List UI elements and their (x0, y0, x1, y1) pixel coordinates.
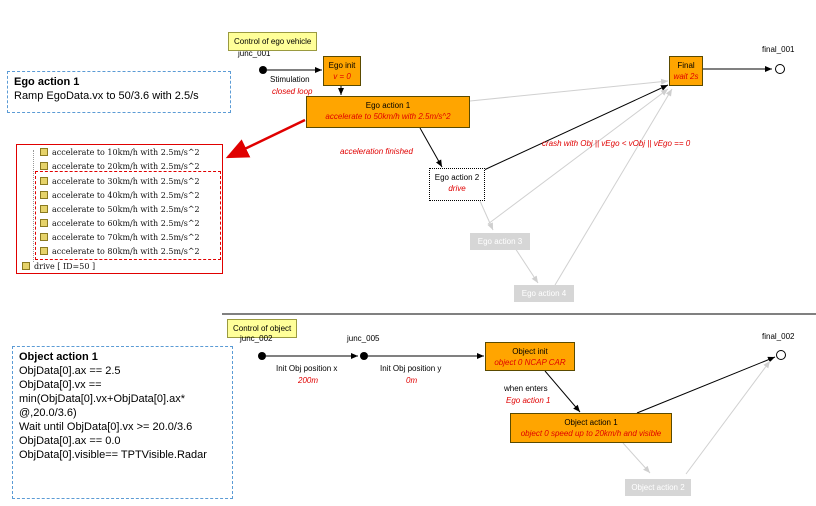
code-line: accelerate to 10km/h with 2.5m/s^2 (40, 146, 200, 159)
ego-edges (259, 64, 785, 286)
ego-init-title: Ego init (328, 61, 356, 70)
object-action-1-title: Object action 1 (564, 418, 618, 427)
block-icon (40, 162, 48, 170)
pointer-arrow (225, 118, 306, 159)
block-icon (22, 262, 30, 270)
code-line: accelerate to 80km/h with 2.5m/s^2 (40, 245, 200, 258)
object-init-title: Object init (512, 347, 548, 356)
tree-guide-line (33, 150, 35, 262)
edge-object-action-1-to-action-2 (622, 442, 651, 474)
start-node (259, 66, 267, 74)
ego-action-2-node[interactable]: Ego action 2 drive (429, 168, 485, 201)
block-icon (40, 191, 48, 199)
edge-object-action-1-to-final (636, 356, 776, 414)
junc-005-label: junc_005 (347, 334, 380, 343)
ego-action-2-title: Ego action 2 (434, 173, 480, 182)
object-action-1-node[interactable]: Object action 1 object 0 speed up to 20k… (510, 413, 672, 443)
final-001-node (775, 64, 785, 74)
init-x-value: 200m (298, 376, 319, 385)
edge-action-2-to-final (457, 84, 669, 183)
ego-action-2-sub: drive (448, 184, 466, 193)
ego-action-note: Ego action 1 Ramp EgoData.vx to 50/3.6 w… (7, 71, 231, 113)
object-note-line: Wait until ObjData[0].vx >= 20.0/3.6 (19, 421, 193, 433)
ego-init-node[interactable]: Ego init v = 0 (323, 56, 361, 86)
junc-002-label: junc_002 (240, 334, 273, 343)
final-sub: wait 2s (673, 72, 699, 81)
block-icon (40, 177, 48, 185)
final-002-label: final_002 (762, 332, 795, 341)
object-edges (258, 350, 786, 475)
object-action-note: Object action 1 ObjData[0].ax == 2.5 Obj… (12, 346, 233, 499)
ego-note-text: Ramp EgoData.vx to 50/3.6 with 2.5/s (14, 90, 199, 102)
ego-action-1-node[interactable]: Ego action 1 accelerate to 50km/h with 2… (306, 96, 470, 128)
init-y-value: 0m (406, 376, 418, 385)
when-enters-target: Ego action 1 (506, 396, 551, 405)
object-note-line: ObjData[0].visible== TPTVisible.Radar (19, 449, 207, 461)
edge-object-init-to-action-1 (544, 370, 581, 413)
object-note-line: min(ObjData[0].vx+ObjData[0].ax* (19, 393, 185, 405)
ego-action-4-node[interactable]: Ego action 4 (514, 285, 574, 302)
object-action-2-node[interactable]: Object action 2 (625, 479, 691, 496)
final-node[interactable]: Final wait 2s (669, 56, 703, 86)
code-line: accelerate to 60km/h with 2.5m/s^2 (40, 217, 200, 230)
edge-action-3-to-action-4 (514, 247, 539, 284)
object-note-line: ObjData[0].ax == 0.0 (19, 435, 121, 447)
junc-002-node (258, 352, 266, 360)
object-section-label: Control of object (227, 319, 298, 338)
object-note-line: ObjData[0].ax == 2.5 (19, 365, 121, 377)
code-line-drive: drive [ ID=50 ] (22, 260, 95, 273)
code-list-box (16, 144, 223, 274)
ego-action-1-title: Ego action 1 (365, 101, 411, 110)
code-line: accelerate to 20km/h with 2.5m/s^2 (40, 160, 200, 173)
block-icon (40, 233, 48, 241)
init-x-label: Init Obj position x (276, 364, 338, 373)
final-002-node (776, 350, 786, 360)
ego-init-sub: v = 0 (333, 72, 351, 81)
object-init-node[interactable]: Object init object 0 NCAP CAR (485, 342, 575, 371)
code-line: accelerate to 40km/h with 2.5m/s^2 (40, 189, 200, 202)
block-icon (40, 148, 48, 156)
acceleration-finished-label: acceleration finished (340, 147, 413, 156)
final-001-label: final_001 (762, 45, 795, 54)
edge-action-2-to-action-3 (479, 200, 494, 231)
ego-action-1-sub: accelerate to 50km/h with 2.5m/s^2 (325, 112, 451, 121)
edge-object-action-2-to-final (685, 360, 771, 475)
ego-section-label: Control of ego vehicle (228, 32, 318, 51)
edge-action-1-to-action-2 (419, 127, 443, 168)
edge-action-1-to-final (469, 78, 669, 102)
object-action-1-sub: object 0 speed up to 20km/h and visible (520, 429, 662, 438)
junc-005-node (360, 352, 368, 360)
block-icon (40, 247, 48, 255)
stimulation-label: Stimulation (270, 75, 310, 84)
object-init-sub: object 0 NCAP CAR (494, 358, 566, 367)
code-line: accelerate to 70km/h with 2.5m/s^2 (40, 231, 200, 244)
final-title: Final (677, 61, 695, 70)
closed-loop-label: closed loop (272, 87, 313, 96)
ego-action-3-node[interactable]: Ego action 3 (470, 233, 530, 250)
edge-action-3-to-final (487, 88, 669, 225)
block-icon (40, 219, 48, 227)
code-line: accelerate to 50km/h with 2.5m/s^2 (40, 203, 200, 216)
object-note-title: Object action 1 (19, 351, 98, 363)
init-y-label: Init Obj position y (380, 364, 442, 373)
code-group-highlight (35, 171, 221, 260)
when-enters-label: when enters (504, 384, 548, 393)
junc-001-label: junc_001 (238, 49, 271, 58)
object-note-line: ObjData[0].vx == (19, 379, 102, 391)
edge-action-4-to-final (554, 88, 673, 286)
code-line: accelerate to 30km/h with 2.5m/s^2 (40, 175, 200, 188)
crash-condition-label: crash with Obj || vEgo < vObj || vEgo ==… (542, 139, 691, 148)
ego-note-title: Ego action 1 (14, 76, 80, 88)
object-note-line: @,20.0/3.6) (19, 407, 77, 419)
block-icon (40, 205, 48, 213)
